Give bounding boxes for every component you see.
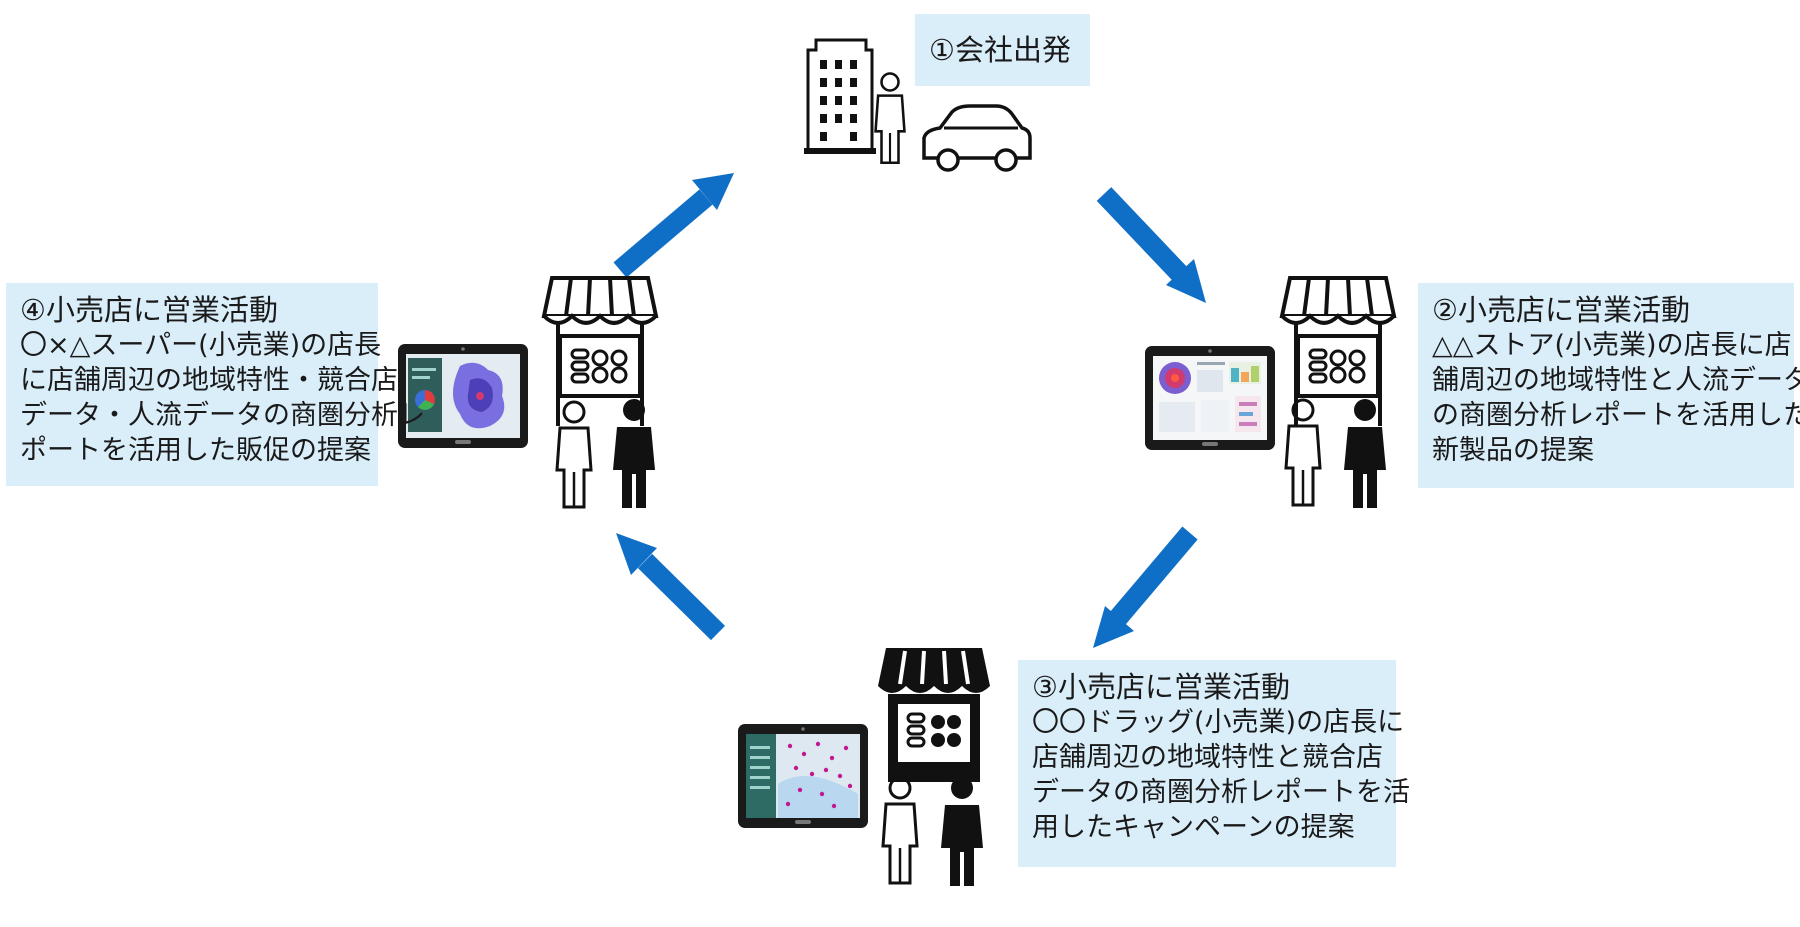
tablet-report-icon: [738, 724, 868, 828]
step-4-callout: ④小売店に営業活動 〇×△スーパー(小売業)の店長 に店舗周辺の地域特性・競合店…: [6, 283, 425, 486]
step-4-line: ポートを活用した販促の提案: [20, 435, 371, 466]
step-2-line: の商圏分析レポートを活用した: [1432, 400, 1800, 431]
step-4-title: ④小売店に営業活動: [20, 293, 278, 327]
arrow-2-to-3: [1093, 526, 1198, 648]
person-outline-icon: [1284, 398, 1322, 507]
step-3-line: データの商圏分析レポートを活: [1032, 777, 1410, 808]
step-2-line: 新製品の提案: [1432, 435, 1594, 466]
person-solid-icon: [613, 399, 655, 508]
step-3-line: 用したキャンペーンの提案: [1032, 812, 1355, 843]
person-outline-icon: [881, 776, 919, 885]
car-icon: [922, 104, 1032, 172]
office-building-icon: [804, 38, 876, 154]
arrow-3-to-4: [616, 533, 726, 641]
person-outline-icon: [555, 400, 593, 509]
step-4-line: に店舗周辺の地域特性・競合店: [20, 365, 398, 396]
step-2-callout: ②小売店に営業活動 △△ストア(小売業)の店長に店 舗周辺の地域特性と人流データ…: [1418, 283, 1800, 488]
step-3-callout: ③小売店に営業活動 〇〇ドラッグ(小売業)の店長に 店舗周辺の地域特性と競合店 …: [1018, 660, 1410, 867]
tablet-report-icon: [1145, 346, 1275, 450]
store-icon: [878, 648, 990, 782]
step-1-callout: ①会社出発: [915, 14, 1090, 86]
arrow-1-to-2: [1096, 187, 1206, 303]
step-2-line: 舗周辺の地域特性と人流データ: [1432, 365, 1800, 396]
step-1-title: ①会社出発: [929, 32, 1071, 67]
cycle-arrow-icon: [613, 173, 1206, 648]
step-4-line: データ・人流データの商圏分析レ: [20, 400, 425, 431]
person-solid-icon: [941, 777, 983, 886]
person-outline-icon: [874, 72, 906, 165]
step-2-title: ②小売店に営業活動: [1432, 293, 1690, 327]
step-2-line: △△ストア(小売業)の店長に店: [1432, 330, 1792, 361]
store-icon: [1282, 278, 1394, 426]
step-3-line: 〇〇ドラッグ(小売業)の店長に: [1032, 707, 1405, 738]
arrow-4-to-1: [613, 173, 734, 278]
step-3-line: 店舗周辺の地域特性と競合店: [1032, 742, 1383, 773]
step-4-line: 〇×△スーパー(小売業)の店長: [20, 330, 382, 361]
tablet-report-icon: [398, 344, 528, 448]
step-3-title: ③小売店に営業活動: [1032, 670, 1290, 704]
